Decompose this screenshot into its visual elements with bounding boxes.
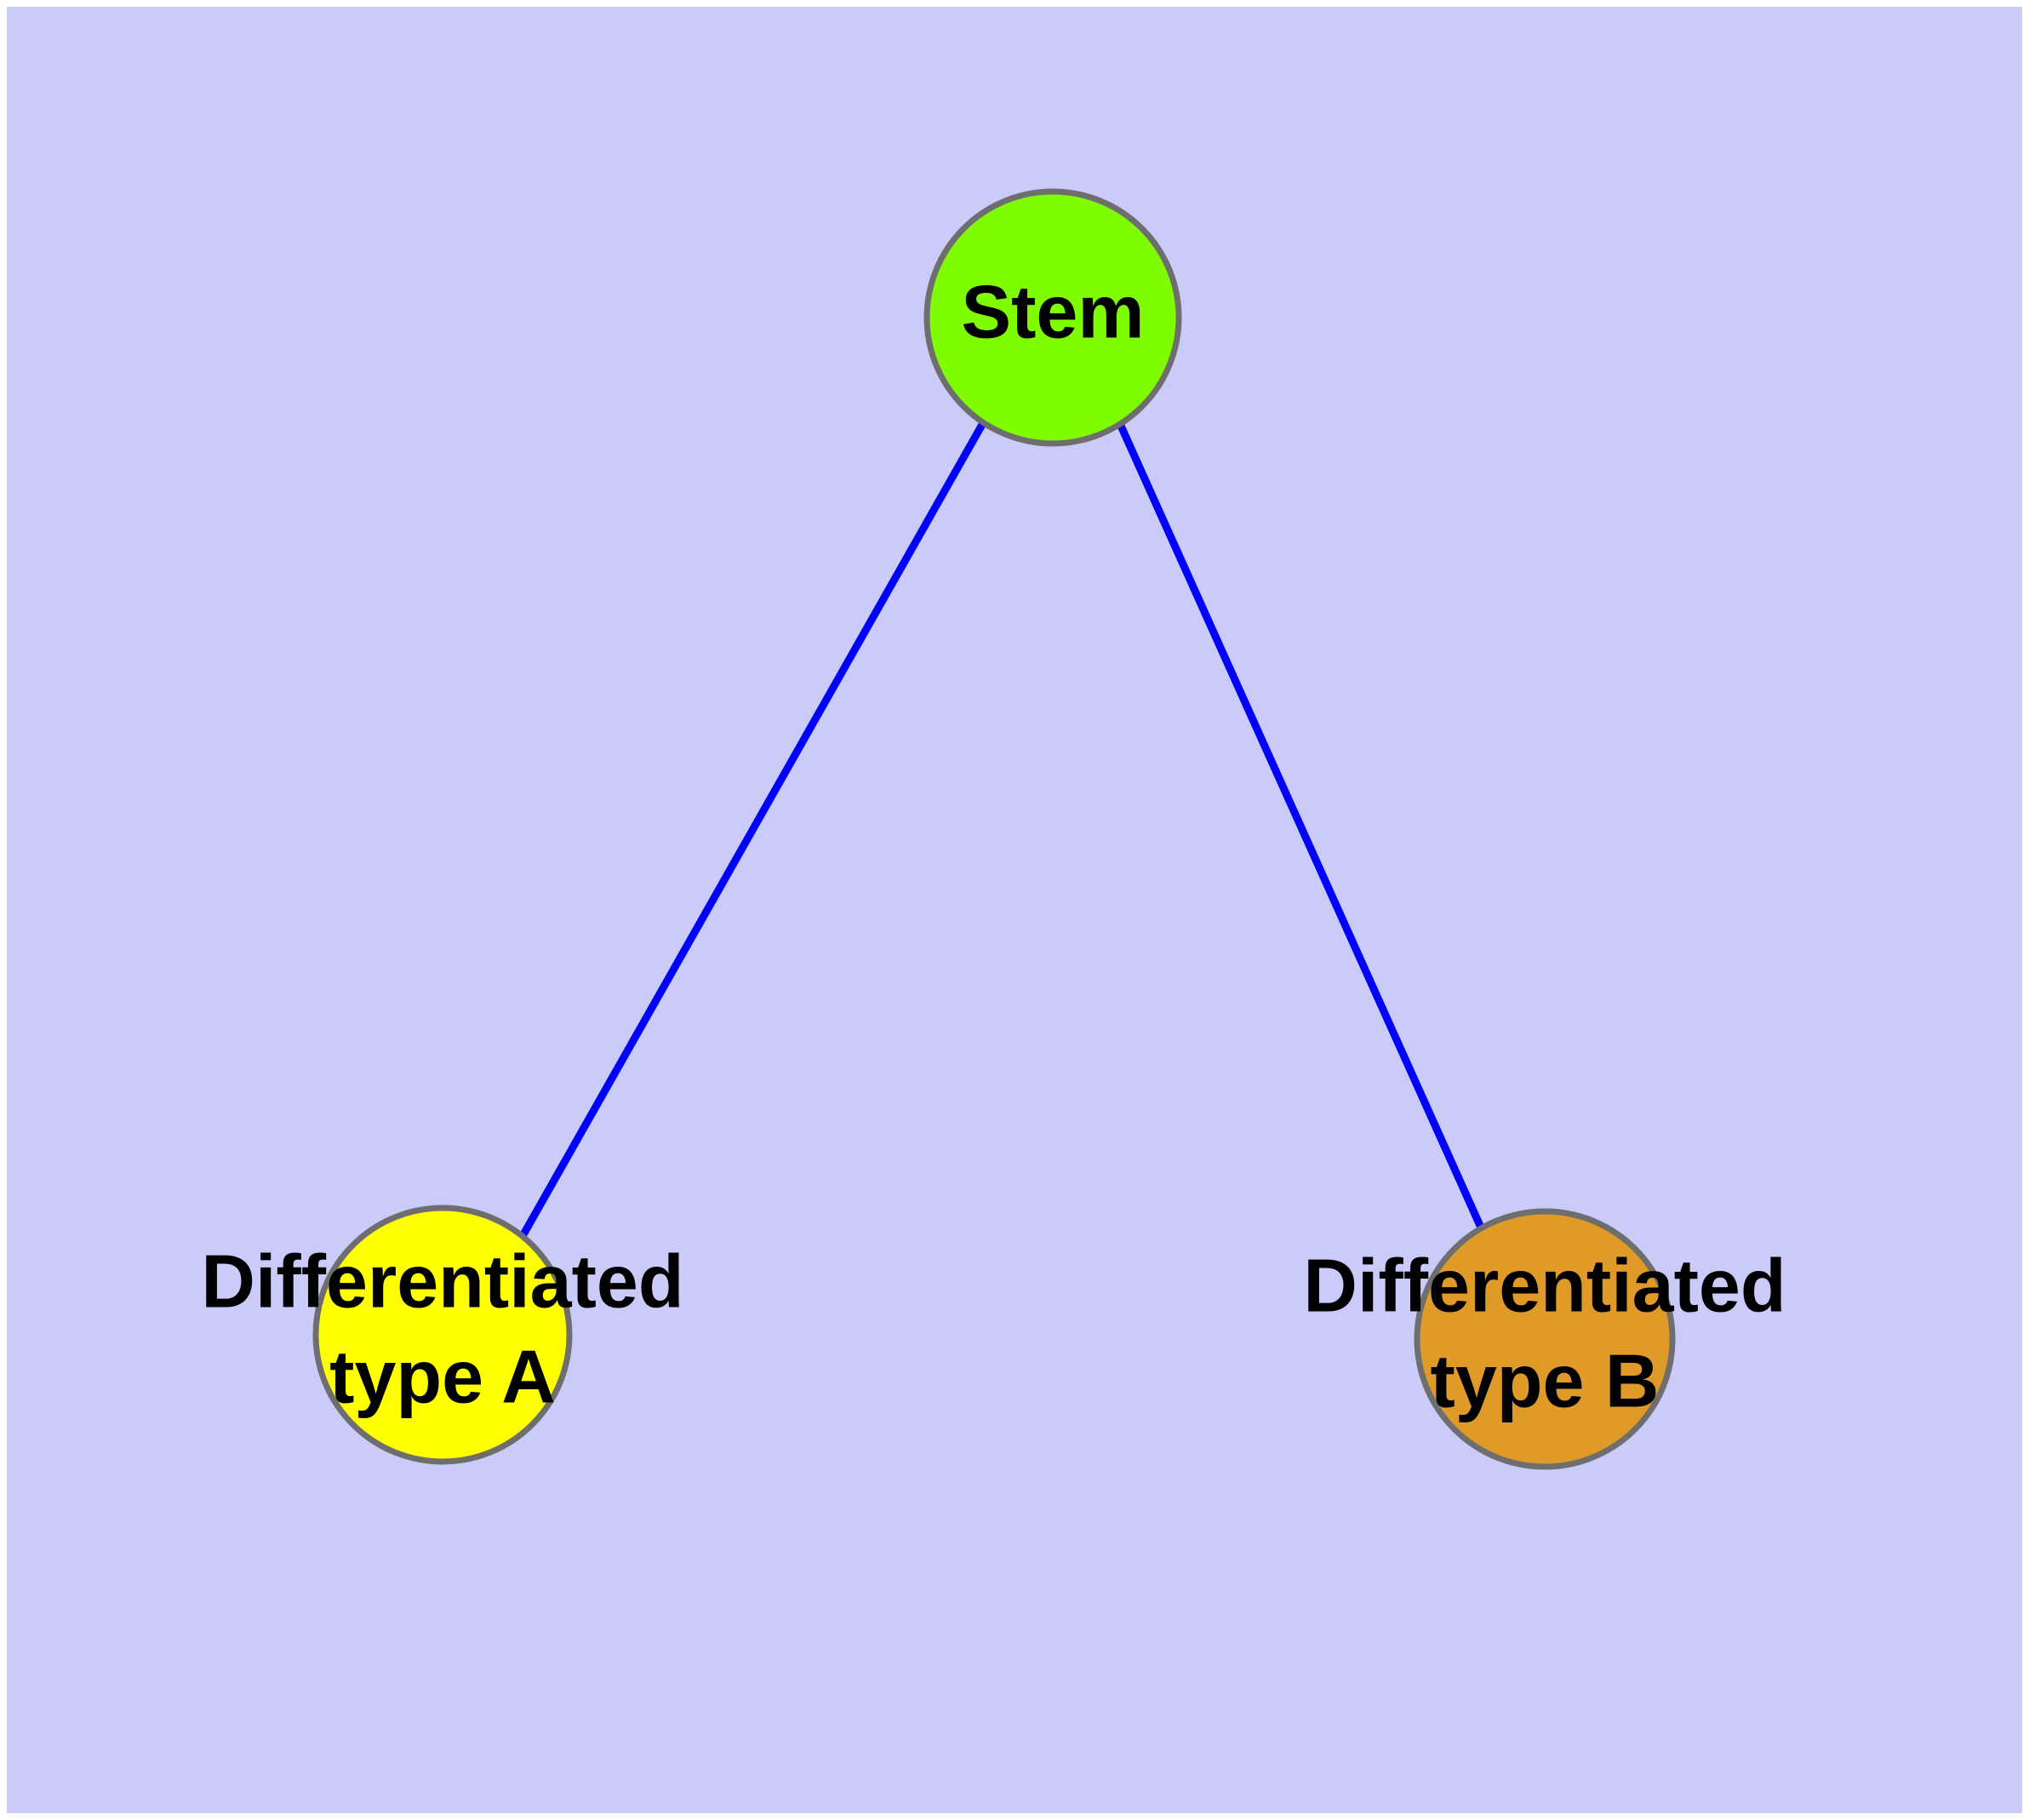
node-circle-stem[interactable] <box>923 188 1182 447</box>
node-circle-diff_a[interactable] <box>312 1205 573 1465</box>
node-label-diff_a-line-2: type A <box>329 1334 556 1418</box>
node-label-diff_a-line-1: Differentiated <box>201 1239 683 1323</box>
node-circle-diff_b[interactable] <box>1414 1208 1676 1470</box>
node-label-diff_b-line-2: type B <box>1431 1338 1660 1422</box>
graph-node-stem[interactable]: Stem <box>923 188 1182 447</box>
graph-node-diff_a[interactable]: Differentiated type A <box>201 1205 684 1465</box>
graph-edge-stem-diff_b[interactable] <box>1116 422 1485 1229</box>
graph-edge-stem-diff_a[interactable] <box>519 421 986 1239</box>
edge-layer <box>519 421 1485 1239</box>
graph-node-diff_b[interactable]: Differentiated type B <box>1303 1208 1786 1470</box>
node-label-stem-line-1: Stem <box>961 269 1144 353</box>
node-label-diff_b-line-1: Differentiated <box>1303 1243 1786 1327</box>
